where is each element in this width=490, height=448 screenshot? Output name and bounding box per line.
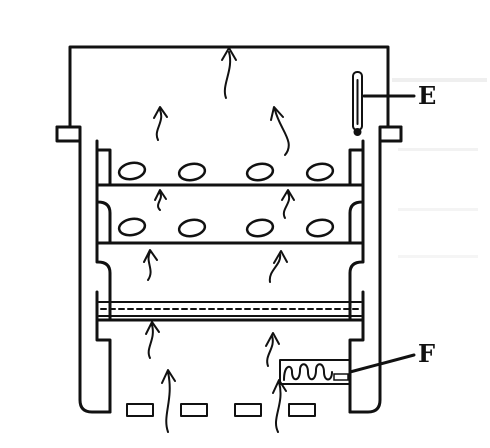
egg [305, 218, 335, 238]
label-f-leader [348, 353, 416, 374]
bleed-through-marks [392, 78, 487, 258]
upper-tray [95, 148, 365, 187]
label-f: F [418, 339, 435, 368]
airflow-arrow [153, 106, 168, 141]
airflow-arrow [281, 189, 295, 219]
vent-slot [180, 403, 208, 417]
airflow-arrow [154, 189, 167, 211]
water-pan [95, 290, 365, 322]
airflow-arrow [161, 369, 176, 433]
lid [55, 45, 403, 129]
left-rim [55, 125, 82, 143]
airflow-arrow [265, 332, 280, 367]
egg [245, 218, 275, 238]
airflow-arrow [272, 379, 287, 433]
airflow-arrow [145, 321, 160, 359]
right-rim [378, 125, 403, 143]
eggs-lower-tray [117, 217, 335, 238]
vent-slot [234, 403, 262, 417]
egg [177, 218, 207, 238]
egg [117, 161, 147, 181]
airflow-arrow-top [221, 47, 237, 99]
bottom-vents [126, 403, 316, 417]
airflow-arrows [143, 47, 295, 433]
egg [305, 162, 335, 182]
egg [177, 162, 207, 182]
egg [245, 162, 275, 182]
label-e: E [418, 81, 436, 110]
heater [279, 359, 351, 385]
airflow-arrow [143, 249, 158, 281]
vent-slot [126, 403, 154, 417]
egg [117, 217, 147, 237]
lower-tray [95, 200, 365, 245]
thermometer [352, 71, 363, 136]
airflow-arrow [270, 106, 290, 156]
eggs-upper-tray [117, 161, 335, 182]
heater-element [333, 373, 349, 381]
outer-wall-right [348, 139, 382, 414]
inner-wall-left [95, 139, 112, 414]
outer-wall-left [78, 139, 112, 414]
heater-coil [283, 363, 333, 381]
vent-slot [288, 403, 316, 417]
thermometer-bulb [353, 128, 362, 136]
airflow-arrow [268, 250, 288, 283]
